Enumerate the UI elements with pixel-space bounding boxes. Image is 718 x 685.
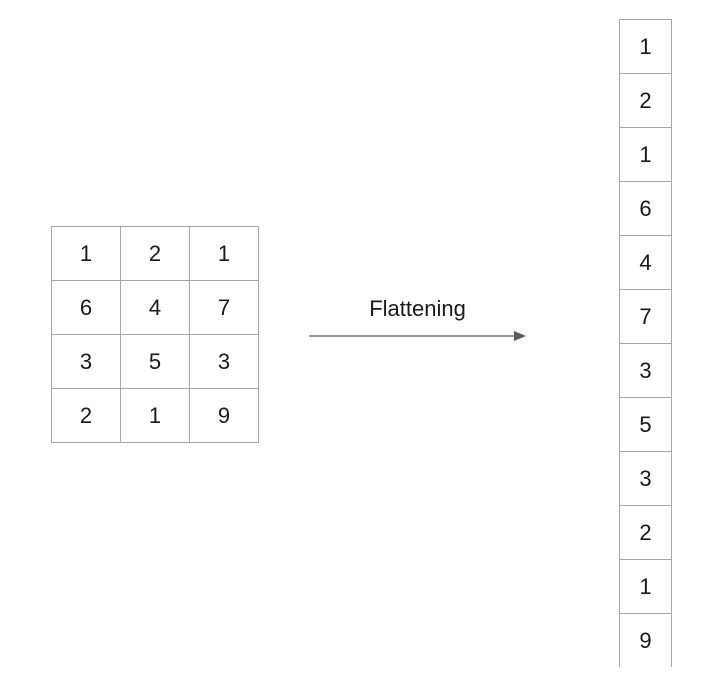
matrix-cell: 4 (120, 280, 190, 335)
vector-row: 4 (619, 235, 672, 290)
matrix-row: 6 4 7 (51, 280, 259, 335)
matrix-cell: 1 (189, 226, 259, 281)
matrix-cell: 3 (189, 334, 259, 389)
vector-row: 9 (619, 613, 672, 667)
vector-row: 2 (619, 505, 672, 560)
vector-row: 6 (619, 181, 672, 236)
matrix-row: 2 1 9 (51, 388, 259, 443)
matrix-cell: 5 (120, 334, 190, 389)
vector-cell: 5 (619, 397, 672, 452)
arrow-head (514, 331, 526, 341)
vector-cell: 3 (619, 343, 672, 398)
flattened-vector: 1 2 1 6 4 7 3 5 3 2 1 9 (619, 19, 672, 667)
vector-cell: 6 (619, 181, 672, 236)
vector-row: 3 (619, 343, 672, 398)
right-arrow-icon (309, 331, 526, 341)
vector-row: 1 (619, 559, 672, 614)
vector-cell: 2 (619, 73, 672, 128)
matrix-cell: 2 (120, 226, 190, 281)
vector-cell: 1 (619, 19, 672, 74)
vector-cell: 9 (619, 613, 672, 667)
vector-cell: 3 (619, 451, 672, 506)
vector-row: 2 (619, 73, 672, 128)
vector-cell: 1 (619, 127, 672, 182)
matrix-cell: 3 (51, 334, 121, 389)
vector-row: 1 (619, 127, 672, 182)
vector-cell: 4 (619, 235, 672, 290)
input-matrix: 1 2 1 6 4 7 3 5 3 2 1 9 (51, 226, 259, 443)
vector-cell: 2 (619, 505, 672, 560)
vector-cell: 7 (619, 289, 672, 344)
matrix-cell: 6 (51, 280, 121, 335)
vector-row: 7 (619, 289, 672, 344)
matrix-cell: 7 (189, 280, 259, 335)
matrix-cell: 2 (51, 388, 121, 443)
matrix-row: 1 2 1 (51, 226, 259, 281)
matrix-row: 3 5 3 (51, 334, 259, 389)
flattening-label: Flattening (369, 296, 466, 321)
matrix-cell: 1 (120, 388, 190, 443)
matrix-cell: 9 (189, 388, 259, 443)
vector-row: 1 (619, 19, 672, 74)
matrix-cell: 1 (51, 226, 121, 281)
vector-row: 3 (619, 451, 672, 506)
vector-row: 5 (619, 397, 672, 452)
vector-cell: 1 (619, 559, 672, 614)
